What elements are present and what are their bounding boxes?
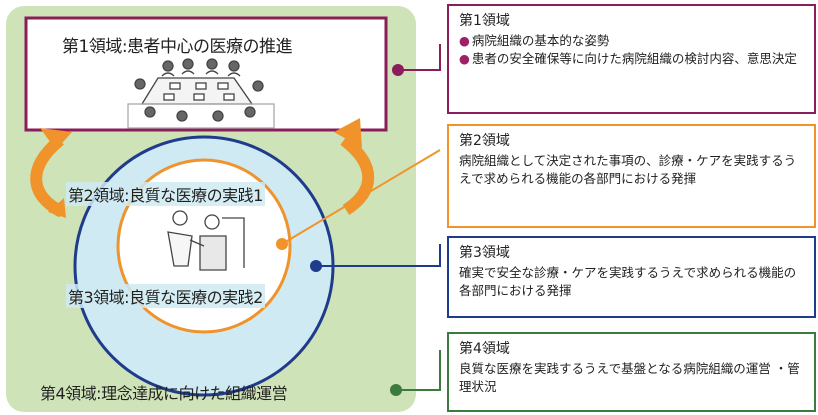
domain3-description: 第3領域 確実で安全な診療・ケアを実践するうえで求められる機能の各部門における発…	[447, 236, 816, 318]
bullet-icon: ●	[459, 51, 470, 66]
domain2-label: 第2領域:良質な医療の実践1	[66, 182, 265, 206]
connector-d3	[316, 244, 441, 267]
domain1-bullet: ● 患者の安全確保等に向けた病院組織の検討内容、意思決定	[459, 51, 797, 66]
domain1-label: 第1領域:患者中心の医療の推進	[62, 37, 293, 57]
meeting-illustration	[127, 58, 275, 129]
curved-arrow-right-icon	[340, 135, 375, 216]
domain1-bullet: ● 病院組織の基本的な姿勢	[459, 33, 610, 48]
domain2-title: 第2領域	[459, 133, 510, 149]
curved-arrow-left-icon	[30, 135, 65, 218]
domain4-text: 良質な医療を実践するうえで基盤となる病院組織の運営 ・管理状況	[459, 361, 800, 394]
domain2-description: 第2領域 病院組織として決定された事項の、診療・ケアを実践するうえで求められる機…	[447, 124, 816, 228]
connector-d4	[396, 350, 441, 391]
connector-d2	[281, 149, 441, 245]
domain1-description: 第1領域 ● 病院組織の基本的な姿勢 ● 患者の安全確保等に向けた病院組織の検討…	[447, 4, 816, 114]
domain1-title: 第1領域	[459, 13, 510, 29]
domain4-description: 第4領域 良質な医療を実践するうえで基盤となる病院組織の運営 ・管理状況	[447, 332, 816, 412]
connector-d1	[398, 44, 441, 71]
domain3-title: 第3領域	[459, 245, 510, 261]
domain3-label: 第3領域:良質な医療の実践2	[66, 284, 265, 308]
bullet-icon: ●	[459, 33, 470, 48]
domain3-text: 確実で安全な診療・ケアを実践するうえで求められる機能の各部門における発揮	[459, 265, 797, 298]
domain2-text: 病院組織として決定された事項の、診療・ケアを実践するうえで求められる機能の各部門…	[459, 153, 797, 186]
domain4-label: 第4領域:理念達成に向けた組織運営	[40, 384, 288, 403]
domain4-title: 第4領域	[459, 341, 510, 357]
care-illustration	[167, 210, 245, 271]
